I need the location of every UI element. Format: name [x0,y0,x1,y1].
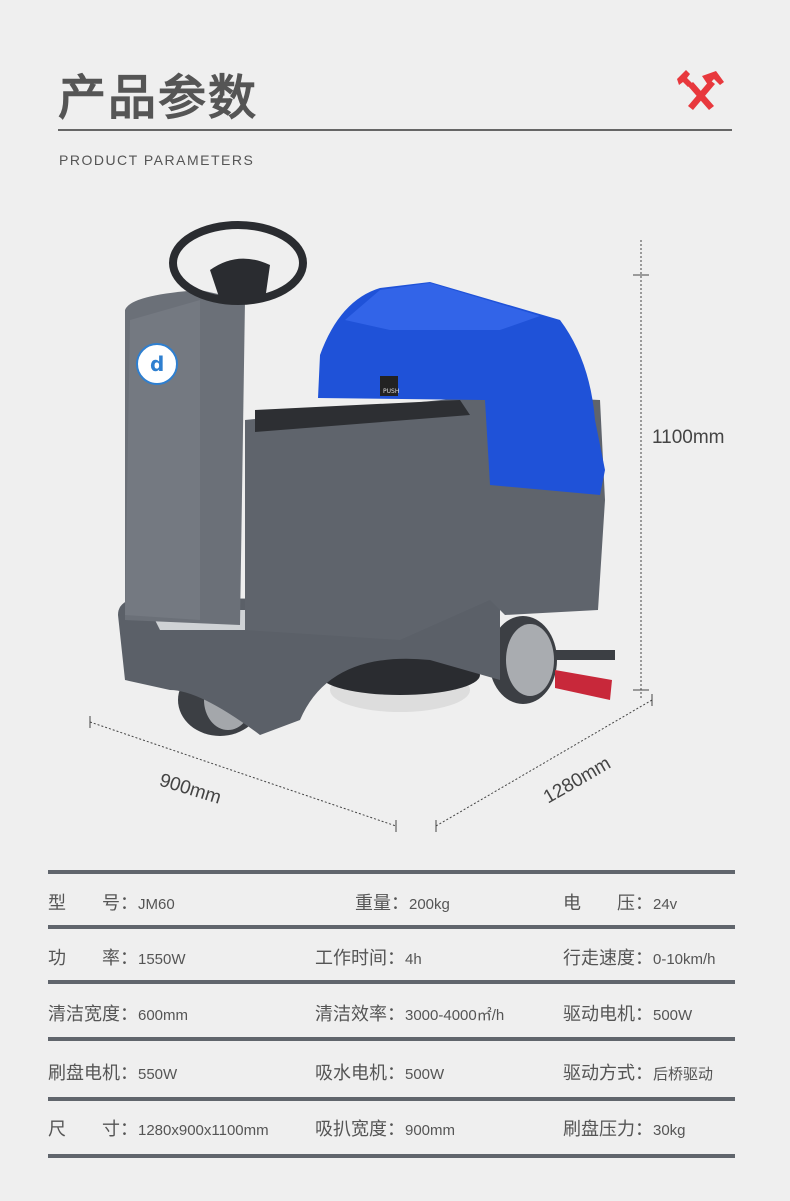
spec-value: 550W [138,1066,178,1083]
page-subtitle: PRODUCT PARAMETERS [59,152,255,168]
brand-logo: d [150,352,164,376]
product-image: PUSH d [89,221,653,832]
spec-cell: 功 率：1550W [48,944,186,970]
spec-cell: 刷盘压力：30kg [563,1115,686,1141]
page-title: 产品参数 [58,70,259,126]
spec-label: 尺 寸： [48,1119,138,1140]
table-rule [48,1037,735,1041]
spec-label: 刷盘压力： [563,1119,653,1140]
spec-cell: 尺 寸：1280x900x1100mm [48,1115,269,1141]
spec-label: 吸扒宽度： [315,1119,405,1140]
spec-value: 1550W [138,951,186,968]
spec-label: 驱动电机： [563,1004,653,1025]
spec-value: 200kg [409,896,450,913]
spec-label: 清洁效率： [315,1004,405,1025]
spec-value: 0-10km/h [653,951,716,968]
spec-value: 后桥驱动 [653,1066,714,1083]
spec-cell: 刷盘电机：550W [48,1059,177,1085]
table-rule [48,1154,735,1158]
spec-cell: 清洁宽度：600mm [48,1000,188,1026]
spec-cell: 吸扒宽度：900mm [315,1115,455,1141]
spec-label: 功 率： [48,948,138,969]
spec-value: JM60 [138,896,175,913]
spec-label: 电 压： [563,893,653,914]
spec-value: 24v [653,896,678,913]
spec-label: 驱动方式： [563,1063,653,1084]
push-label: PUSH [383,388,399,395]
spec-label: 行走速度： [563,948,653,969]
height-dimension: 1100mm [652,427,725,448]
spec-value: 3000-4000㎡/h [405,1007,505,1024]
spec-label: 清洁宽度： [48,1004,138,1025]
spec-value: 1280x900x1100mm [138,1122,269,1139]
spec-value: 600mm [138,1007,189,1024]
table-rule [48,980,735,984]
spec-cell: 电 压：24v [563,889,677,915]
spec-cell: 重量：200kg [355,889,450,915]
spec-cell: 行走速度：0-10km/h [563,944,716,970]
dimension-lines [89,240,653,827]
spec-label: 重量： [355,893,409,914]
table-rule [48,925,735,929]
spec-value: 30kg [653,1122,686,1139]
spec-cell: 驱动电机：500W [563,1000,692,1026]
spec-cell: 驱动方式：后桥驱动 [563,1059,713,1085]
spec-cell: 型 号：JM60 [48,889,175,915]
spec-value: 4h [405,951,422,968]
spec-label: 型 号： [48,893,138,914]
spec-cell: 工作时间：4h [315,944,422,970]
spec-value: 500W [653,1007,693,1024]
title-divider [58,129,732,131]
table-rule [48,870,735,874]
spec-cell: 清洁效率：3000-4000㎡/h [315,1000,504,1026]
spec-label: 工作时间： [315,948,405,969]
spec-label: 吸水电机： [315,1063,405,1084]
tools-icon [677,70,724,110]
spec-cell: 吸水电机：500W [315,1059,444,1085]
table-rule [48,1097,735,1101]
spec-label: 刷盘电机： [48,1063,138,1084]
spec-value: 500W [405,1066,445,1083]
spec-value: 900mm [405,1122,456,1139]
